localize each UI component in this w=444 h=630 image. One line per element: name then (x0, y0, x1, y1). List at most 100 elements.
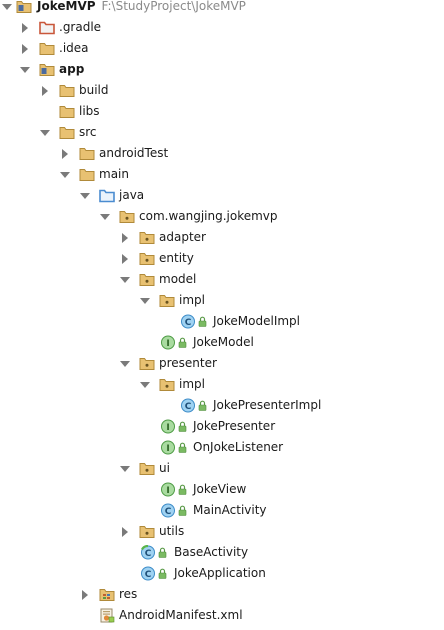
folder-icon (59, 125, 75, 140)
package-icon (139, 272, 155, 287)
tree-node-label: presenter (159, 356, 217, 370)
tree-node-label: impl (179, 377, 205, 391)
tree-node-jokepresenter[interactable]: JokePresenter (0, 416, 444, 437)
package-icon (139, 230, 155, 245)
package-icon (159, 377, 175, 392)
abstract-class-icon (140, 545, 156, 560)
tree-node-onjokelistener[interactable]: OnJokeListener (0, 437, 444, 458)
tree-node-res[interactable]: res (0, 584, 444, 605)
tree-node-model-impl[interactable]: impl (0, 290, 444, 311)
collapse-arrow-icon[interactable] (120, 521, 130, 542)
tree-node-adapter[interactable]: adapter (0, 227, 444, 248)
tree-node-label: app (59, 62, 85, 76)
lock-icon (158, 547, 167, 558)
tree-node-idea[interactable]: .idea (0, 38, 444, 59)
expand-arrow-icon[interactable] (40, 122, 50, 143)
expand-arrow-icon[interactable] (100, 206, 110, 227)
tree-node-package[interactable]: com.wangjing.jokemvp (0, 206, 444, 227)
expand-arrow-icon[interactable] (120, 458, 130, 479)
tree-node-presenter[interactable]: presenter (0, 353, 444, 374)
tree-node-label: impl (179, 293, 205, 307)
folder-icon (59, 83, 75, 98)
expand-arrow-icon[interactable] (140, 374, 150, 395)
tree-node-ui[interactable]: ui (0, 458, 444, 479)
collapse-arrow-icon[interactable] (20, 17, 30, 38)
folder-icon (79, 146, 95, 161)
lock-icon (178, 484, 187, 495)
tree-node-label: BaseActivity (174, 545, 249, 559)
tree-node-label: OnJokeListener (193, 440, 284, 454)
tree-node-mainactivity[interactable]: MainActivity (0, 500, 444, 521)
tree-node-main[interactable]: main (0, 164, 444, 185)
tree-node-build[interactable]: build (0, 80, 444, 101)
lock-icon (178, 337, 187, 348)
collapse-arrow-icon[interactable] (20, 38, 30, 59)
package-icon (119, 209, 135, 224)
interface-icon (160, 335, 176, 350)
tree-node-jokepresenterimpl[interactable]: JokePresenterImpl (0, 395, 444, 416)
lock-icon (198, 400, 207, 411)
package-icon (139, 356, 155, 371)
tree-node-label: utils (159, 524, 185, 538)
tree-node-app[interactable]: app (0, 59, 444, 80)
tree-node-label: JokeModel (193, 335, 254, 349)
tree-node-label: AndroidManifest.xml (119, 608, 243, 622)
expand-arrow-icon[interactable] (60, 164, 70, 185)
tree-node-jokemodelimpl[interactable]: JokeModelImpl (0, 311, 444, 332)
tree-node-androidmanifest[interactable]: AndroidManifest.xml (0, 605, 444, 626)
tree-node-jokeview[interactable]: JokeView (0, 479, 444, 500)
expand-arrow-icon[interactable] (120, 353, 130, 374)
tree-node-entity[interactable]: entity (0, 248, 444, 269)
tree-node-utils[interactable]: utils (0, 521, 444, 542)
collapse-arrow-icon[interactable] (120, 248, 130, 269)
tree-node-label: main (99, 167, 129, 181)
module-folder-icon (39, 62, 55, 77)
project-path: F:\StudyProject\JokeMVP (101, 0, 246, 13)
tree-node-label: ui (159, 461, 170, 475)
tree-node-presenter-impl[interactable]: impl (0, 374, 444, 395)
tree-node-label: res (119, 587, 138, 601)
collapse-arrow-icon[interactable] (80, 584, 90, 605)
class-icon (140, 566, 156, 581)
module-folder-icon (16, 0, 32, 14)
expand-arrow-icon[interactable] (80, 185, 90, 206)
expand-arrow-icon[interactable] (2, 0, 12, 17)
tree-node-jokeapplication[interactable]: JokeApplication (0, 563, 444, 584)
source-folder-icon (99, 188, 115, 203)
tree-node-label: entity (159, 251, 194, 265)
folder-icon (79, 167, 95, 182)
expand-arrow-icon[interactable] (140, 290, 150, 311)
resource-folder-icon (99, 587, 115, 602)
manifest-file-icon (99, 608, 115, 623)
lock-icon (158, 568, 167, 579)
package-icon (159, 293, 175, 308)
tree-node-java[interactable]: java (0, 185, 444, 206)
collapse-arrow-icon[interactable] (40, 80, 50, 101)
expand-arrow-icon[interactable] (20, 59, 30, 80)
tree-node-libs[interactable]: libs (0, 101, 444, 122)
lock-icon (178, 505, 187, 516)
package-icon (139, 524, 155, 539)
interface-icon (160, 419, 176, 434)
tree-node-label: java (119, 188, 145, 202)
class-icon (180, 398, 196, 413)
tree-node-androidtest[interactable]: androidTest (0, 143, 444, 164)
tree-node-label: JokePresenter (193, 419, 276, 433)
tree-node-jokemodel[interactable]: JokeModel (0, 332, 444, 353)
tree-node-label: JokeApplication (174, 566, 266, 580)
tree-node-gradle[interactable]: .gradle (0, 17, 444, 38)
tree-node-baseactivity[interactable]: BaseActivity (0, 542, 444, 563)
tree-node-label: model (159, 272, 197, 286)
tree-node-src[interactable]: src (0, 122, 444, 143)
tree-node-model[interactable]: model (0, 269, 444, 290)
collapse-arrow-icon[interactable] (60, 143, 70, 164)
tree-node-label: JokeModelImpl (213, 314, 300, 328)
collapse-arrow-icon[interactable] (120, 227, 130, 248)
expand-arrow-icon[interactable] (120, 269, 130, 290)
lock-icon (178, 421, 187, 432)
tree-node-label: libs (79, 104, 100, 118)
tree-node-label: MainActivity (193, 503, 267, 517)
